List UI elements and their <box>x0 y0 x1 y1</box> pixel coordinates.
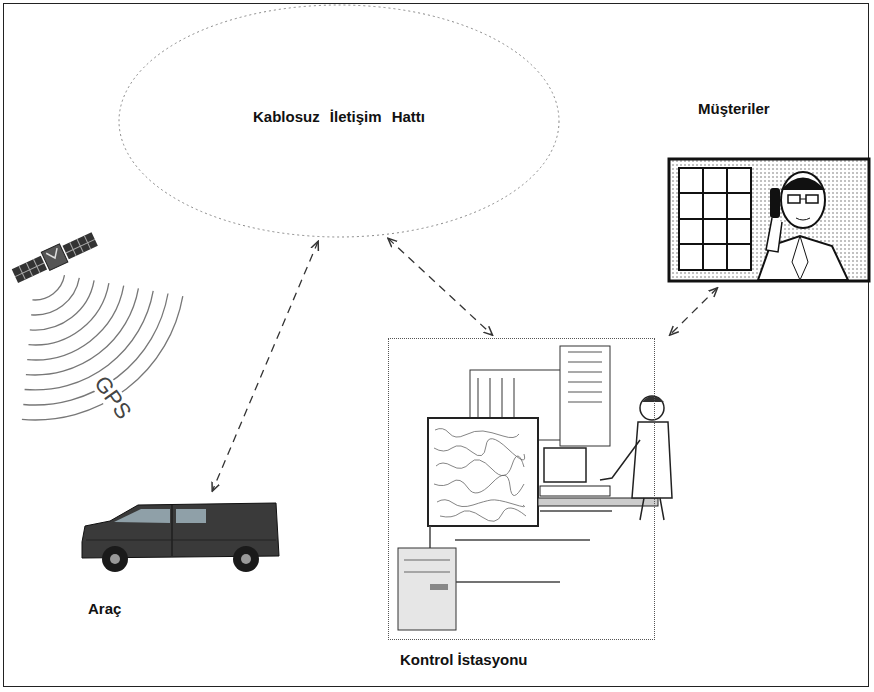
vehicle-group: Araç <box>78 495 299 625</box>
control-station-picture <box>398 346 672 630</box>
dashed-connector <box>212 241 318 491</box>
customer-picture <box>669 159 869 281</box>
gps-label: GPS <box>89 371 136 425</box>
node-label: Kontrol İstasyonu <box>400 651 671 669</box>
node-label: Müşteriler <box>698 100 870 118</box>
node-label: Kablosuz İletişim Hattı <box>253 108 425 126</box>
customers-group: Müşteriler <box>665 95 870 285</box>
wireless-link-ellipse: Kablosuz İletişim Hattı <box>118 4 560 238</box>
dashed-connector <box>388 238 493 335</box>
dotted-frame <box>388 338 655 640</box>
ellipse-outline <box>119 5 559 237</box>
vehicle-van <box>82 503 279 572</box>
node-label: Araç <box>88 600 299 618</box>
satellite-icon <box>10 229 98 284</box>
dashed-connector <box>670 288 718 335</box>
control-station-box: Kontrol İstasyonu <box>388 338 671 683</box>
